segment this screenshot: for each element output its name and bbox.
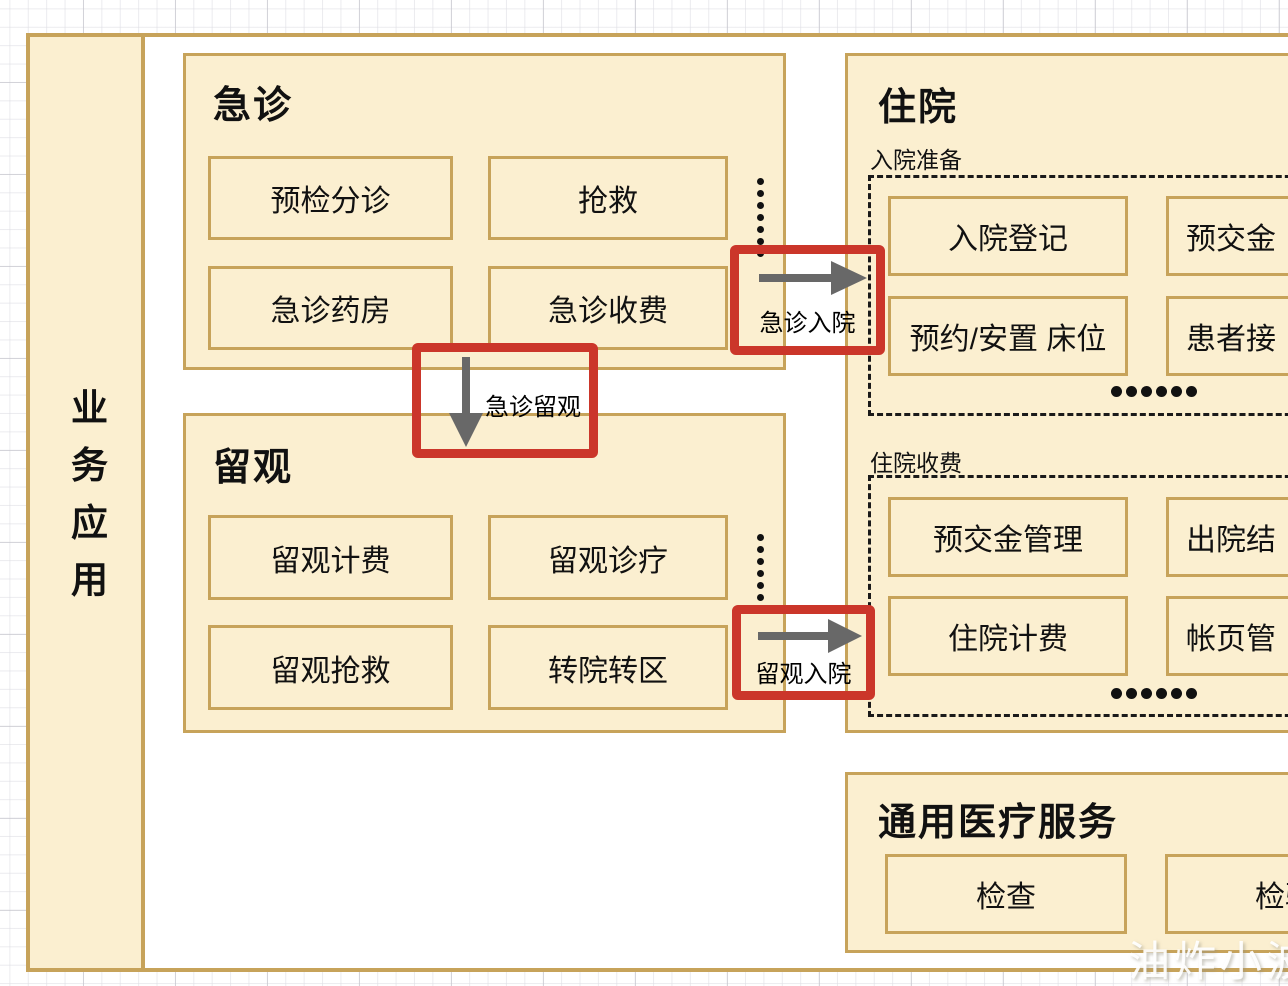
vertical-ellipsis-icon [757,534,764,541]
module-prepayment: 预交金 [1166,196,1288,276]
module-discharge-settlement: 出院结 [1166,497,1288,577]
module-label: 帐页管 [1186,623,1276,656]
arrow-down-icon [449,357,483,447]
module-label: 抢救 [578,185,638,218]
module-label: 预交金 [1186,223,1276,256]
module-label: 留观诊疗 [548,544,668,578]
module-label: 检查 [976,881,1036,914]
module-label: 出院结 [1186,524,1276,557]
section-general-services-title: 通用医疗服务 [878,802,1119,844]
module-patient-intake: 患者接 [1166,296,1288,376]
section-emergency-title: 急诊 [213,85,294,127]
module-admission-registration: 入院登记 [888,196,1128,276]
module-label: 急诊收费 [548,295,668,328]
connector-observation-admission: 留观入院 [732,605,875,700]
module-examination: 检查 [885,854,1127,934]
module-obs-treatment: 留观诊疗 [488,515,728,600]
module-label: 预检分诊 [270,185,391,218]
module-bed-arrangement: 预约/安置 床位 [888,296,1128,376]
sidebar-business-application: 业务应用 [26,33,145,972]
module-label: 急诊药房 [270,295,391,328]
group-inpatient-billing: 预交金管理 出院结 住院计费 帐页管 [868,475,1288,717]
connector-label: 急诊留观 [485,394,581,421]
module-obs-billing: 留观计费 [208,515,453,600]
module-er-billing: 急诊收费 [488,266,728,350]
module-label: 预交金管理 [933,524,1083,557]
connector-label: 留观入院 [755,661,852,688]
module-account-pages: 帐页管 [1166,596,1288,676]
module-rescue: 抢救 [488,156,728,240]
module-obs-rescue: 留观抢救 [208,625,453,710]
watermark-text: 油炸小波 [1128,938,1288,985]
section-inpatient-title: 住院 [878,87,959,129]
connector-label: 急诊入院 [759,310,856,337]
connector-emergency-admission: 急诊入院 [730,245,885,355]
module-label: 入院登记 [948,223,1068,256]
ellipsis-dots-icon [1111,386,1122,397]
vertical-ellipsis-icon [757,178,764,185]
group-inpatient-billing-label: 住院收费 [870,450,962,476]
module-transfer: 转院转区 [488,625,728,710]
module-lab-test: 检验 [1165,854,1288,934]
arrow-right-icon [758,619,862,653]
module-inpatient-billing: 住院计费 [888,596,1128,676]
module-label: 转院转区 [548,654,668,688]
module-label: 留观抢救 [270,654,391,688]
module-label: 检验 [1255,881,1288,914]
module-label: 患者接 [1186,323,1276,356]
section-inpatient: 住院 入院准备 入院登记 预交金 预约/安置 床位 患者接 住院收费 预交金管理… [845,53,1288,733]
module-label: 留观计费 [270,544,391,578]
arrow-right-icon [759,261,867,295]
sidebar-label: 业务应用 [65,387,107,618]
module-er-pharmacy: 急诊药房 [208,266,453,350]
connector-emergency-observation: 急诊留观 [412,343,598,458]
section-general-services: 通用医疗服务 检查 检验 [845,772,1288,953]
ellipsis-dots-icon [1111,688,1122,699]
group-admission-prep-label: 入院准备 [870,147,962,173]
module-label: 住院计费 [948,623,1068,656]
group-admission-prep: 入院登记 预交金 预约/安置 床位 患者接 [868,175,1288,416]
module-prepayment-management: 预交金管理 [888,497,1128,577]
section-observation-title: 留观 [213,447,294,489]
section-observation: 留观 留观计费 留观诊疗 留观抢救 转院转区 [183,413,786,733]
section-emergency: 急诊 预检分诊 抢救 急诊药房 急诊收费 [183,53,786,370]
module-triage: 预检分诊 [208,156,453,240]
module-label: 预约/安置 床位 [909,323,1107,356]
